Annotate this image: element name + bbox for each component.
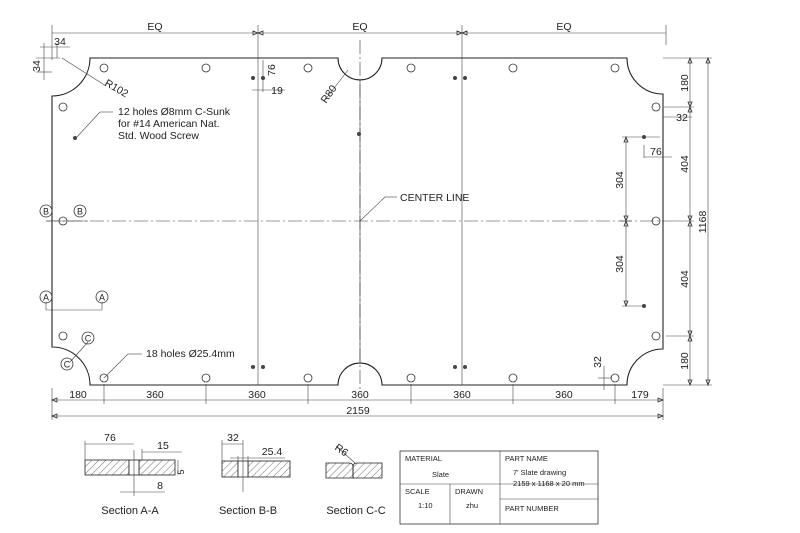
dim-32-bottom: 32: [592, 356, 604, 368]
svg-text:B: B: [43, 207, 49, 217]
hole: [651, 102, 661, 112]
dim-304-upper: 304: [614, 171, 626, 189]
bottom-dims: [50, 384, 665, 420]
note-12-holes-line1: 12 holes Ø8mm C-Sunk: [118, 106, 231, 118]
hole: [99, 373, 109, 383]
section-b-b: [221, 440, 291, 492]
center-line-leader: [359, 196, 386, 222]
right-inner-dims: [620, 116, 692, 308]
hole: [201, 373, 211, 383]
right-outer-dims: [663, 56, 712, 387]
dim-360-bottom-1: 360: [146, 389, 164, 401]
dim-180-right-bottom: 180: [679, 352, 691, 370]
note-12-holes-line3: Std. Wood Screw: [118, 130, 199, 142]
dim-eq-mid: EQ: [352, 21, 367, 33]
section-b-title: Section B-B: [219, 505, 277, 517]
top-dimension-group: [51, 25, 667, 60]
dim-180-right-top: 180: [679, 74, 691, 92]
section-a-dim-8: 8: [157, 480, 163, 492]
svg-text:B: B: [77, 207, 83, 217]
corner-34-dim-lines: [36, 43, 70, 80]
dim-eq-right: EQ: [556, 21, 571, 33]
dim-360-bottom-5: 360: [555, 389, 573, 401]
svg-text:A: A: [99, 293, 105, 303]
section-c-c: [325, 445, 383, 479]
section-marker-b: B B: [39, 204, 88, 222]
hole: [58, 102, 68, 112]
section-a-a: [84, 441, 182, 496]
title-block-part-name-line2: 2159 x 1168 x 20 mm: [513, 479, 585, 488]
dim-360-bottom-2: 360: [248, 389, 266, 401]
hole: [651, 216, 661, 226]
hole: [610, 373, 620, 383]
title-block-part-name-line1: 7' Slate drawing: [513, 468, 566, 477]
dim-360-bottom-4: 360: [453, 389, 471, 401]
hole: [406, 373, 416, 383]
hole: [508, 373, 518, 383]
r102-leader: [61, 57, 107, 87]
svg-text:C: C: [64, 360, 71, 370]
note-18-holes: 18 holes Ø25.4mm: [146, 348, 235, 360]
dim-1168: 1168: [697, 211, 709, 234]
dim-304-lower: 304: [614, 255, 626, 273]
dim-34-vertical: 34: [31, 60, 43, 72]
hole: [58, 331, 68, 341]
title-block-material-value: Slate: [432, 470, 449, 479]
dim-360-bottom-3: 360: [351, 389, 369, 401]
hole: [610, 63, 620, 73]
hole: [651, 331, 661, 341]
dim-2159: 2159: [346, 405, 370, 417]
note-center-line: CENTER LINE: [400, 192, 469, 204]
dim-404-right-top: 404: [679, 155, 691, 173]
dim-32-bottom-lines: [598, 366, 612, 390]
hole: [201, 63, 211, 73]
title-block: [399, 450, 599, 525]
dim-76-19-lines: [252, 60, 285, 92]
title-block-scale-value: 1:10: [418, 501, 433, 510]
slate-outline: [51, 57, 664, 386]
section-a-dim-5: 5: [176, 469, 186, 474]
dim-76-top: 76: [266, 64, 278, 76]
title-block-part-number-label: PART NUMBER: [505, 504, 559, 513]
section-a-title: Section A-A: [101, 505, 159, 517]
hole: [303, 63, 313, 73]
title-block-part-name-label: PART NAME: [505, 454, 548, 463]
small-holes: [73, 76, 646, 369]
section-c-title: Section C-C: [326, 505, 385, 517]
dim-32-right: 32: [676, 112, 688, 124]
r80-leader: [324, 69, 349, 101]
hole: [508, 63, 518, 73]
section-marker-c: C C: [60, 331, 95, 371]
title-block-scale-label: SCALE: [405, 487, 430, 496]
title-block-material-label: MATERIAL: [405, 454, 442, 463]
note-12-holes-leader: [75, 111, 101, 139]
dim-76-right: 76: [650, 146, 662, 158]
title-block-drawn-value: zhu: [466, 501, 478, 510]
dim-180-bottom: 180: [69, 389, 87, 401]
dim-404-right-bottom: 404: [679, 270, 691, 288]
svg-text:A: A: [43, 293, 49, 303]
dim-r80: R80: [319, 83, 340, 106]
section-b-dim-25-4: 25.4: [262, 446, 283, 458]
dim-19: 19: [271, 85, 283, 97]
title-block-drawn-label: DRAWN: [455, 487, 483, 496]
dim-r102: R102: [103, 77, 131, 100]
section-marker-a: A A: [39, 290, 109, 311]
dim-179-bottom: 179: [631, 389, 649, 401]
hole: [406, 63, 416, 73]
hole: [99, 63, 109, 73]
section-a-dim-76: 76: [104, 432, 116, 444]
dim-34-horizontal: 34: [54, 36, 66, 48]
section-b-dim-32: 32: [227, 432, 239, 444]
svg-text:C: C: [85, 334, 92, 344]
note-12-holes-line2: for #14 American Nat.: [118, 118, 220, 130]
dim-eq-left: EQ: [147, 21, 162, 33]
hole: [303, 373, 313, 383]
section-a-dim-15: 15: [157, 440, 169, 452]
note-18-holes-leader: [103, 353, 129, 379]
